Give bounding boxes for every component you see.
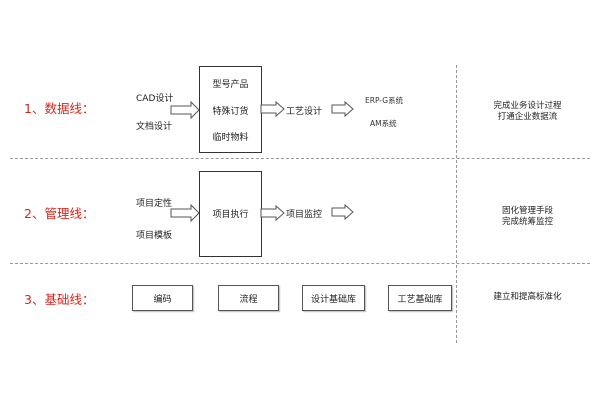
input-document-design: 文档设计 bbox=[136, 122, 173, 132]
result-foundation-line: 建立和提高标准化 bbox=[460, 292, 595, 303]
result-data-line-2: 打通企业数据流 bbox=[497, 112, 558, 122]
output-am-system: AM系统 bbox=[370, 119, 397, 128]
arrow-process-design-to-systems bbox=[331, 100, 354, 118]
arrow-monitoring-out bbox=[331, 203, 354, 221]
divider-management-foundation bbox=[10, 263, 590, 264]
box-item-special-order: 特殊订货 bbox=[212, 107, 249, 117]
result-management-line-2: 完成统筹监控 bbox=[501, 217, 553, 227]
foundation-item-process-flow: 流程 bbox=[218, 285, 279, 311]
result-management-line: 固化管理手段 完成统筹监控 bbox=[460, 206, 595, 228]
box-item-project-execution: 项目执行 bbox=[212, 210, 249, 220]
box-item-temporary-material: 临时物料 bbox=[212, 133, 249, 143]
product-type-box: 型号产品 特殊订货 临时物料 bbox=[199, 66, 262, 153]
process-design-label: 工艺设计 bbox=[286, 107, 323, 117]
project-execution-box: 项目执行 bbox=[199, 171, 262, 257]
arrow-product-box-to-process-design bbox=[260, 100, 285, 118]
input-cad-design: CAD设计 bbox=[136, 94, 174, 104]
input-project-qualification: 项目定性 bbox=[136, 199, 173, 209]
input-project-template: 项目模板 bbox=[136, 231, 173, 241]
result-management-line-1: 固化管理手段 bbox=[501, 206, 553, 216]
arrow-inputs-to-execution-box bbox=[170, 203, 200, 223]
arrow-execution-to-monitoring bbox=[260, 204, 285, 222]
output-erp-system: ERP-G系统 bbox=[365, 96, 404, 105]
arrow-inputs-to-product-box bbox=[170, 100, 200, 120]
lane-label-foundation: 3、基础线： bbox=[24, 292, 95, 307]
divider-data-management bbox=[10, 158, 590, 159]
result-column-divider bbox=[456, 65, 457, 343]
box-item-model-product: 型号产品 bbox=[212, 80, 249, 90]
result-data-line: 完成业务设计过程 打通企业数据流 bbox=[460, 101, 595, 123]
foundation-item-coding: 编码 bbox=[132, 285, 193, 311]
project-monitoring-label: 项目监控 bbox=[286, 210, 323, 220]
lane-label-management: 2、管理线： bbox=[24, 206, 95, 221]
foundation-item-design-library: 设计基础库 bbox=[302, 285, 365, 311]
result-foundation-line-1: 建立和提高标准化 bbox=[493, 292, 562, 302]
lane-label-data: 1、数据线： bbox=[24, 101, 95, 116]
result-data-line-1: 完成业务设计过程 bbox=[493, 101, 562, 111]
foundation-item-process-library: 工艺基础库 bbox=[388, 285, 452, 311]
